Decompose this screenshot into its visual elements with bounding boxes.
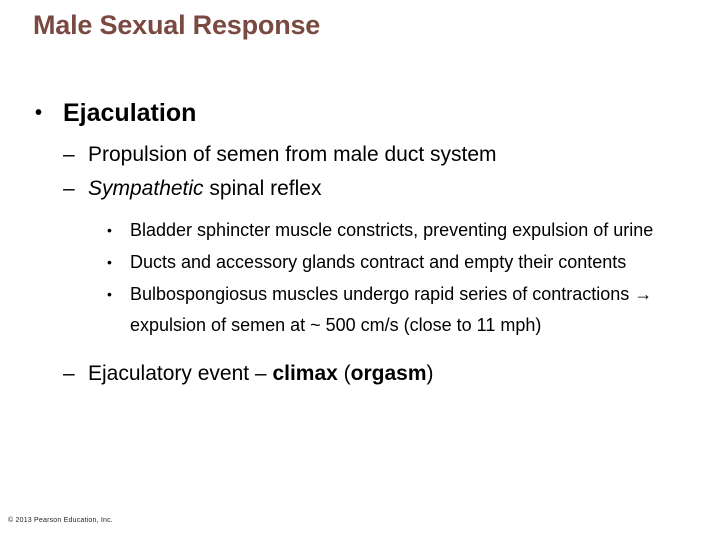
bullet-dot-icon: • [35,102,43,124]
bullet-level3-text: Bladder sphincter muscle constricts, pre… [130,220,654,240]
copyright-footer: © 2013 Pearson Education, Inc. [8,517,113,524]
bullet-level3-bulbospongiosus: • Bulbospongiosus muscles undergo rapid … [0,279,720,341]
bullet-level2-bold-orgasm: orgasm [350,362,427,385]
bullet-level2-sympathetic: – Sympathetic spinal reflex [0,173,720,204]
dash-icon: – [63,362,75,385]
bullet-dot-icon: • [107,254,112,270]
dash-icon: – [63,177,75,200]
bullet-level2-prefix: Ejaculatory event – [88,362,273,385]
bullet-level2-text: Propulsion of semen from male duct syste… [88,143,497,166]
bullet-dot-icon: • [107,222,112,238]
bullet-level1-ejaculation: • Ejaculation [0,96,720,130]
bullet-level2-ejaculatory-event: –Ejaculatory event – climax (orgasm) [0,358,720,389]
bullet-level1-text: Ejaculation [63,99,197,127]
bullet-level2-bold-climax: climax [272,362,338,385]
bullet-level2-paren-open: ( [337,362,351,385]
bullet-level2-paren-close: ) [426,362,434,385]
bullet-dot-icon: • [107,286,112,302]
bullet-level3-text: Ducts and accessory glands contract and … [130,252,627,272]
bullet-level2-text-rest: spinal reflex [203,177,322,200]
slide-title: Male Sexual Response [33,10,321,40]
bullet-level3-group: • Bladder sphincter muscle constricts, p… [0,215,720,341]
bullet-level2-italic-term: Sympathetic [88,177,204,200]
bullet-level2-propulsion: – Propulsion of semen from male duct sys… [0,139,720,170]
bullet-level3-text: Bulbospongiosus muscles undergo rapid se… [130,284,653,335]
dash-icon: – [63,143,75,166]
bullet-level3-ducts-glands: • Ducts and accessory glands contract an… [0,247,720,278]
bullet-level3-bladder-sphincter: • Bladder sphincter muscle constricts, p… [0,215,720,246]
slide-body: • Ejaculation – Propulsion of semen from… [0,96,720,392]
